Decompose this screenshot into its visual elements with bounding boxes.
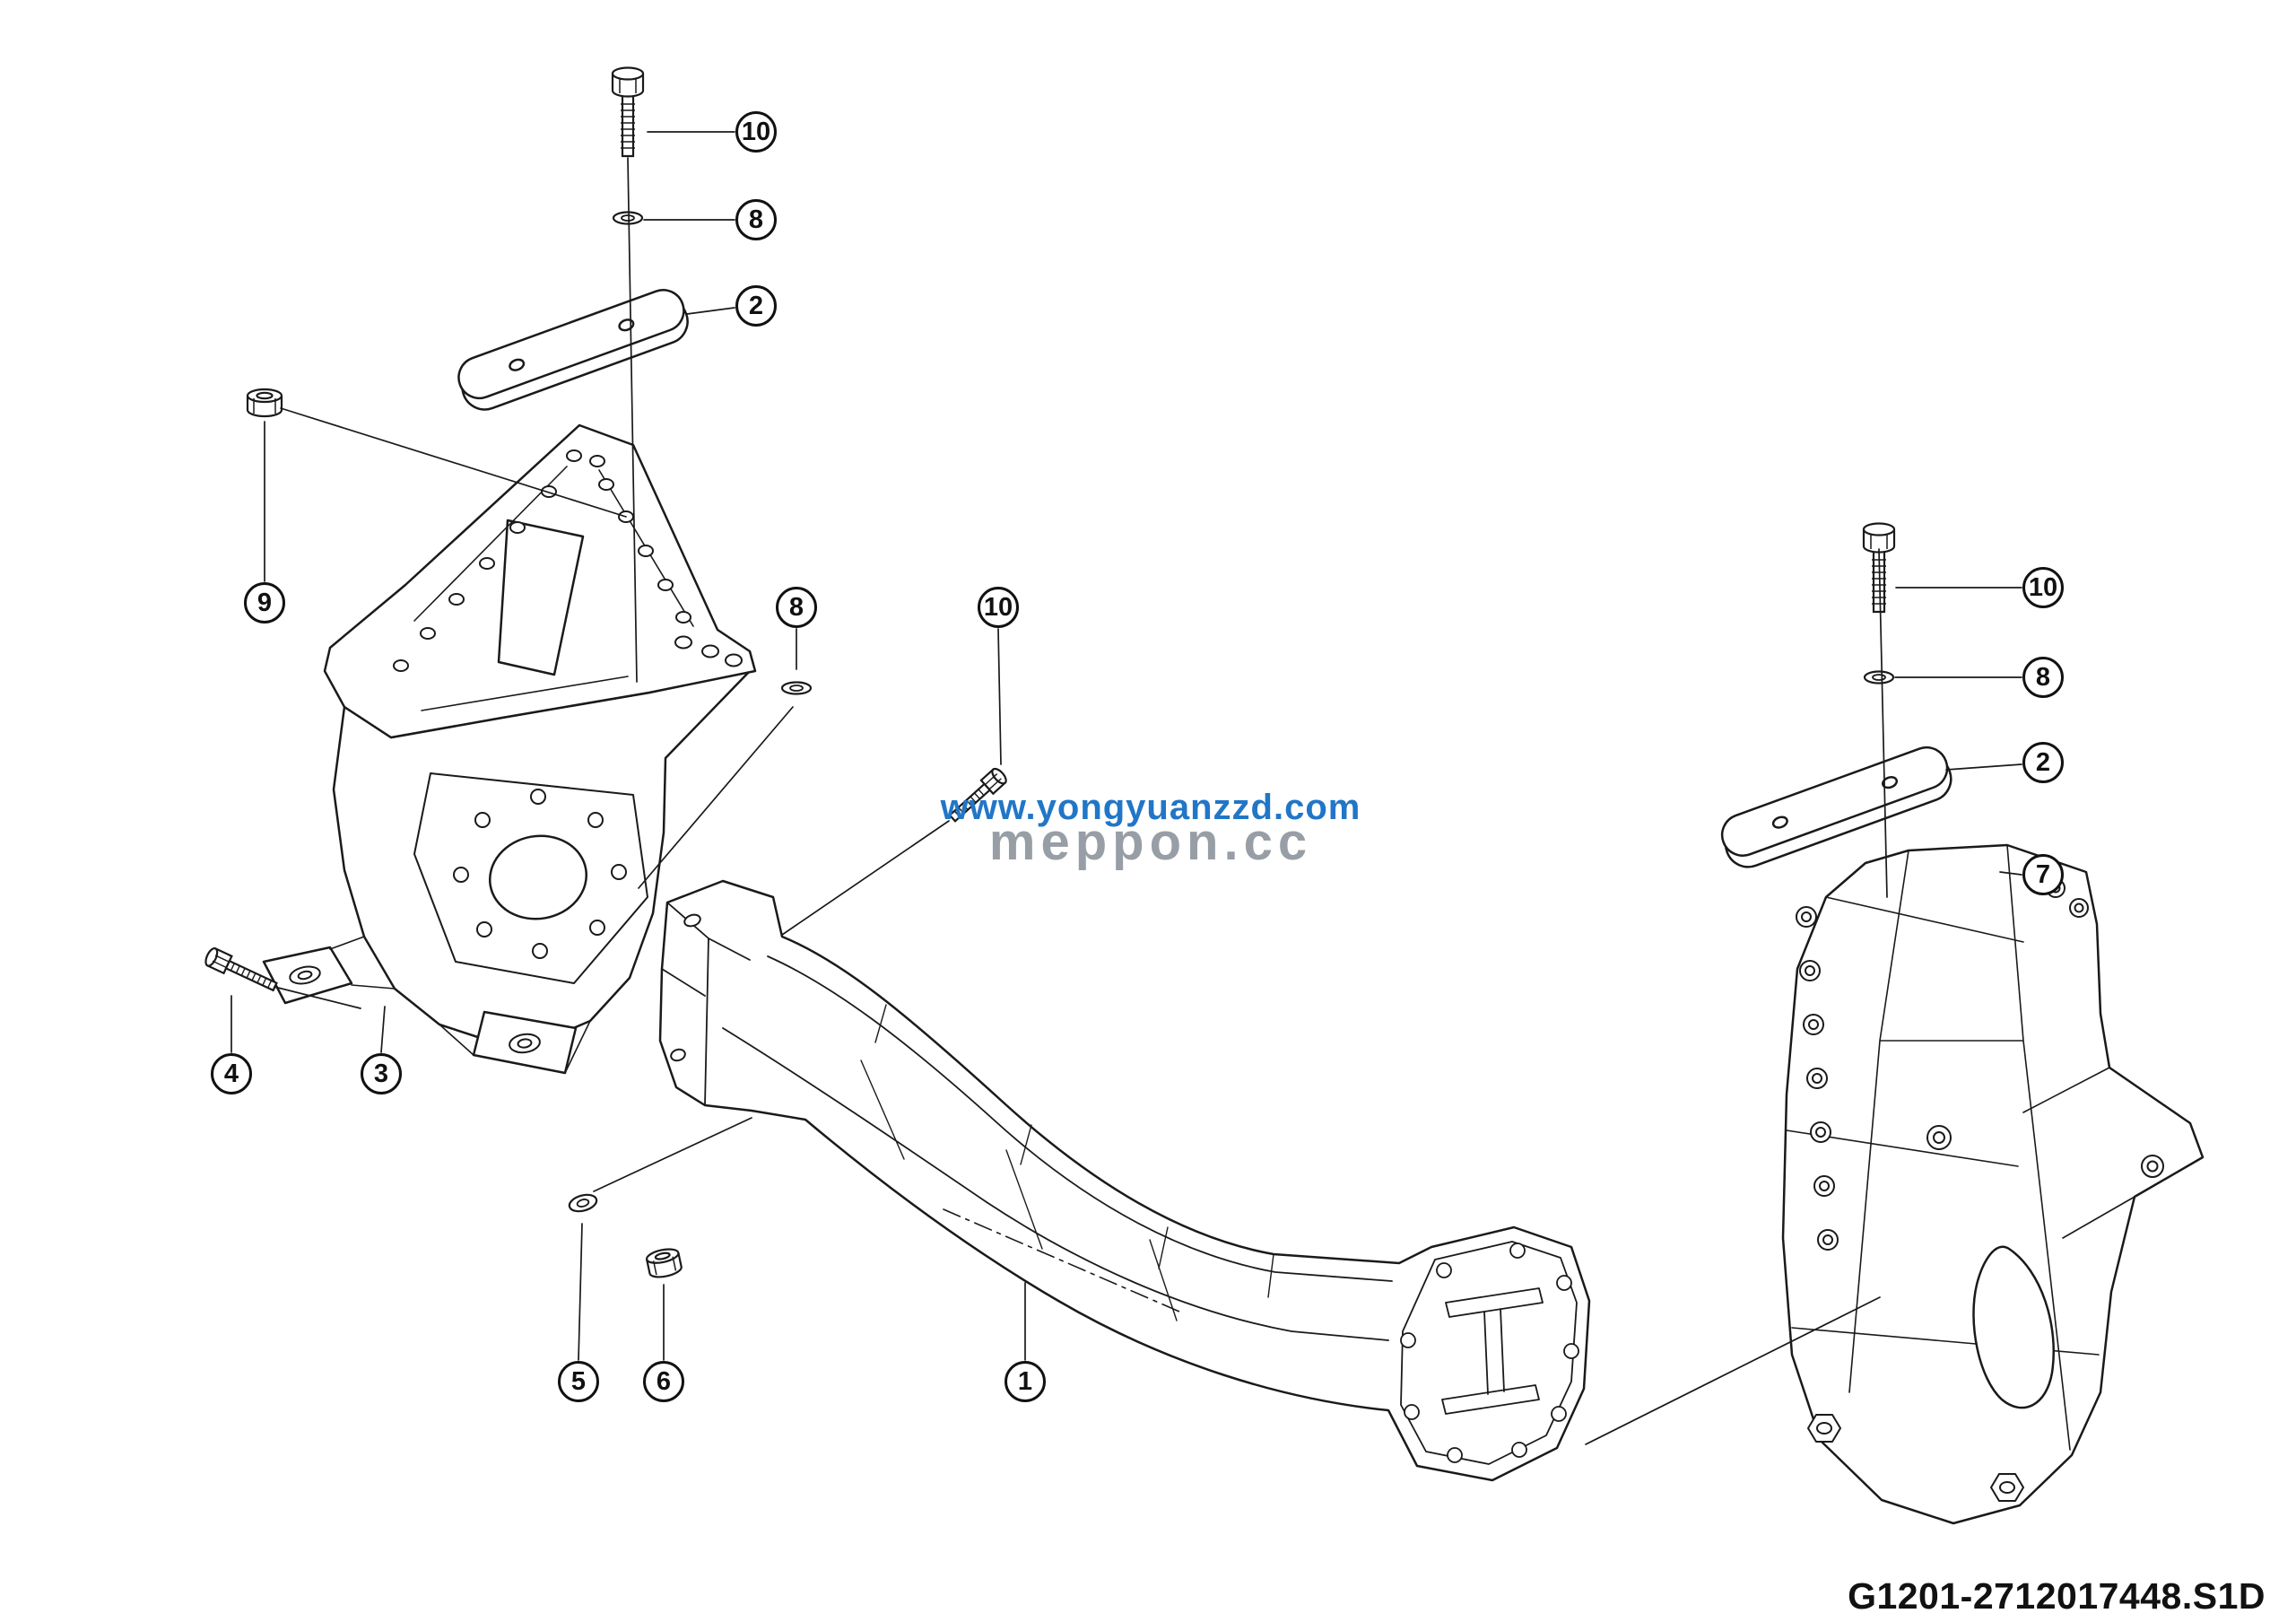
hub-bolt-holes bbox=[453, 789, 627, 959]
spring-washer-middle bbox=[780, 681, 813, 695]
hex-bolt-top-left bbox=[611, 66, 645, 158]
flat-washer-lower bbox=[568, 1193, 598, 1213]
assembly-lines bbox=[274, 157, 1888, 1445]
crossmember-beam bbox=[658, 879, 1591, 1482]
right-support-bracket bbox=[1781, 843, 2205, 1525]
hex-nut-upper-left bbox=[246, 388, 283, 418]
watermark: www.yongyuanzzd.com meppon.cc bbox=[941, 789, 1361, 868]
left-support-bracket bbox=[262, 423, 757, 1075]
hex-bolt-left bbox=[204, 946, 278, 992]
spring-washer-top-left bbox=[612, 211, 644, 225]
drawing-number: G1201-2712017448.S1D bbox=[1848, 1575, 2266, 1617]
spring-washer-right bbox=[1863, 670, 1895, 685]
hex-bolt-middle bbox=[948, 767, 1007, 823]
foot-bolts bbox=[1807, 1414, 2024, 1502]
flange-hole-column bbox=[1796, 906, 1839, 1251]
hex-nut-lower bbox=[645, 1248, 683, 1278]
flange-bolt-holes bbox=[1400, 1243, 1579, 1463]
watermark-url-text: www.yongyuanzzd.com bbox=[940, 788, 1361, 827]
watermark-brand-text: meppon.cc bbox=[988, 813, 1313, 871]
leader-lines bbox=[230, 131, 2022, 1361]
mounting-plate-right bbox=[1720, 746, 1952, 868]
mounting-plate-top-left bbox=[457, 289, 689, 411]
